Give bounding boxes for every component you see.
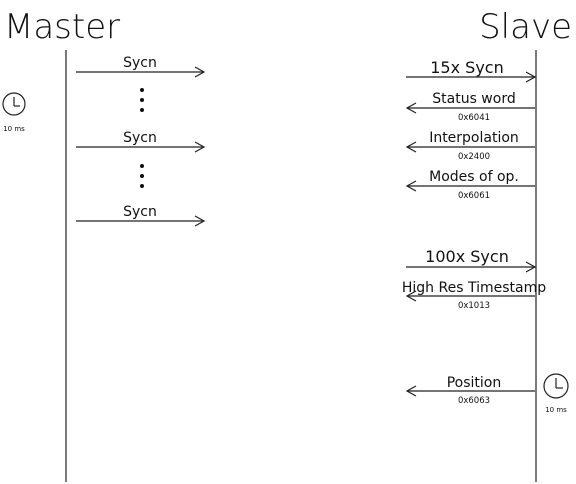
slave-message-1: 15x Sycn xyxy=(406,58,537,83)
slave-clock: 10 ms xyxy=(543,373,569,414)
message-label: 15x Sycn xyxy=(430,58,503,77)
arrow-left-icon xyxy=(405,385,417,397)
continuation-dots-1 xyxy=(140,88,144,112)
master-message-2: Sycn xyxy=(76,130,206,153)
message-label: Sycn xyxy=(123,130,157,146)
clock-interval-label: 10 ms xyxy=(545,406,567,414)
slave-message-5: 100x Sycn xyxy=(406,247,537,273)
master-clock: 10 ms xyxy=(2,92,26,133)
object-code: 0x6063 xyxy=(458,396,490,406)
arrow-right-icon xyxy=(194,66,206,78)
arrow-right-icon xyxy=(525,261,537,273)
object-code: 0x6041 xyxy=(458,113,490,123)
message-label: High Res Timestamp xyxy=(402,280,546,296)
master-message-3: Sycn xyxy=(76,204,206,227)
slave-message-4: Modes of op. 0x6061 xyxy=(405,169,535,201)
slave-message-7: Position 0x6063 xyxy=(405,375,535,406)
message-label: Sycn xyxy=(123,204,157,220)
clock-icon xyxy=(543,373,569,399)
object-code: 0x2400 xyxy=(458,152,490,162)
master-message-1: Sycn xyxy=(76,55,206,78)
message-label: Position xyxy=(447,375,502,391)
arrow-right-icon xyxy=(525,71,537,83)
message-label: Status word xyxy=(432,91,515,107)
clock-interval-label: 10 ms xyxy=(3,125,25,133)
message-label: Interpolation xyxy=(429,130,519,146)
slave-title: Slave xyxy=(479,7,572,47)
arrow-left-icon xyxy=(405,180,417,192)
message-label: Sycn xyxy=(123,55,157,71)
message-label: 100x Sycn xyxy=(425,247,509,266)
arrow-left-icon xyxy=(405,290,417,302)
arrow-right-icon xyxy=(194,215,206,227)
object-code: 0x1013 xyxy=(458,301,490,311)
slave-message-6: High Res Timestamp 0x1013 xyxy=(402,280,546,311)
slave-message-3: Interpolation 0x2400 xyxy=(405,130,535,162)
arrow-right-icon xyxy=(194,141,206,153)
master-title: Master xyxy=(4,7,120,47)
clock-icon xyxy=(2,92,26,116)
continuation-dots-2 xyxy=(140,164,144,188)
object-code: 0x6061 xyxy=(458,191,490,201)
message-label: Modes of op. xyxy=(429,169,519,185)
arrow-left-icon xyxy=(405,102,417,114)
arrow-left-icon xyxy=(405,141,417,153)
slave-message-2: Status word 0x6041 xyxy=(405,91,535,123)
